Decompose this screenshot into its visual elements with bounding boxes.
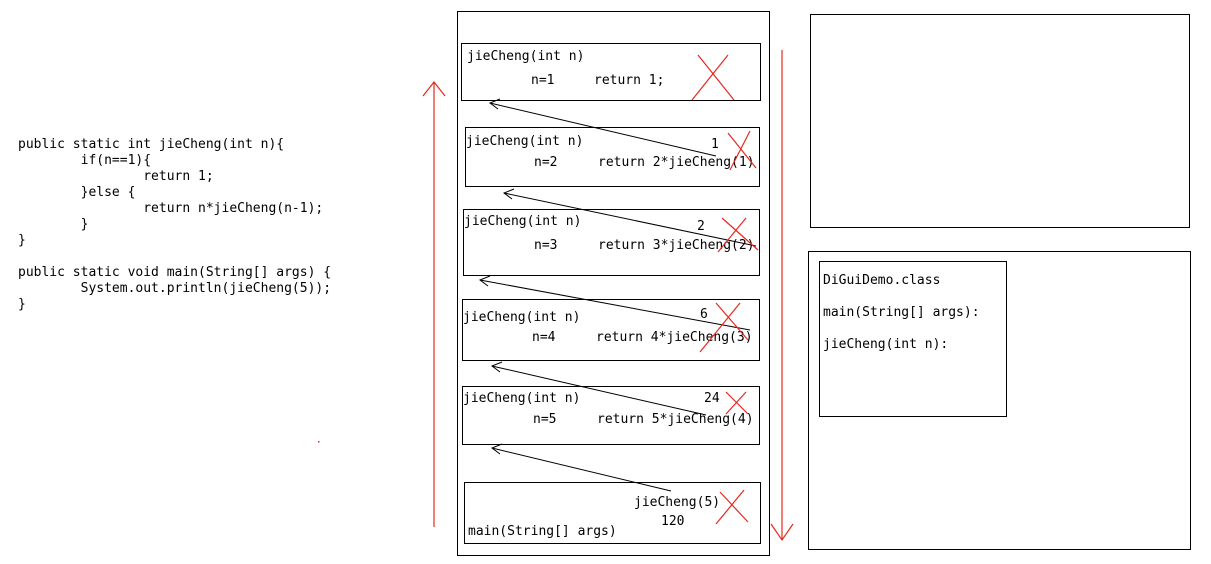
frame-result: 1 xyxy=(711,137,719,152)
stray-dot xyxy=(318,441,320,443)
code-line: public static int jieCheng(int n){ xyxy=(18,137,285,152)
frame-result: 6 xyxy=(700,307,708,322)
heap-box xyxy=(810,14,1190,228)
class-name: DiGuiDemo.class xyxy=(823,273,941,288)
frame-return: return 2*jieCheng(1) xyxy=(598,155,755,170)
frame-param: n=1 xyxy=(531,73,555,88)
frame-return: return 3*jieCheng(2) xyxy=(598,238,755,253)
code-line: return n*jieCheng(n-1); xyxy=(18,201,324,216)
frame-title: jieCheng(int n) xyxy=(463,391,581,406)
code-line: return 1; xyxy=(18,169,214,184)
method-entry: main(String[] args): xyxy=(823,305,980,320)
main-label: main(String[] args) xyxy=(468,524,617,539)
code-listing: public static int jieCheng(int n){ if(n=… xyxy=(18,137,331,313)
frame-param: n=4 xyxy=(532,330,556,345)
stack-frame-n1 xyxy=(461,43,761,101)
code-line: } xyxy=(18,217,89,232)
frame-result: 24 xyxy=(704,391,720,406)
frame-param: n=3 xyxy=(534,238,558,253)
frame-result: 2 xyxy=(697,219,705,234)
stack-container xyxy=(457,11,770,556)
class-box xyxy=(819,261,1007,417)
method-entry: jieCheng(int n): xyxy=(823,337,949,352)
pop-arrow-head xyxy=(770,523,794,542)
frame-return: return 4*jieCheng(3) xyxy=(596,330,753,345)
frame-return: return 5*jieCheng(4) xyxy=(597,412,754,427)
code-line: } xyxy=(18,233,26,248)
code-line: if(n==1){ xyxy=(18,153,152,168)
code-line: } xyxy=(18,297,26,312)
frame-title: jieCheng(int n) xyxy=(464,214,582,229)
push-arrow-head xyxy=(422,81,446,97)
code-line: System.out.println(jieCheng(5)); xyxy=(18,281,332,296)
main-call: jieCheng(5) xyxy=(634,495,721,510)
frame-title: jieCheng(int n) xyxy=(467,49,585,64)
frame-title: jieCheng(int n) xyxy=(463,310,581,325)
frame-param: n=5 xyxy=(533,412,557,427)
frame-title: jieCheng(int n) xyxy=(466,134,584,149)
frame-return: return 1; xyxy=(594,73,665,88)
frame-param: n=2 xyxy=(534,155,558,170)
main-result: 120 xyxy=(661,514,685,529)
code-line: public static void main(String[] args) { xyxy=(18,265,332,280)
method-area-box xyxy=(808,251,1191,550)
code-line: }else { xyxy=(18,185,136,200)
